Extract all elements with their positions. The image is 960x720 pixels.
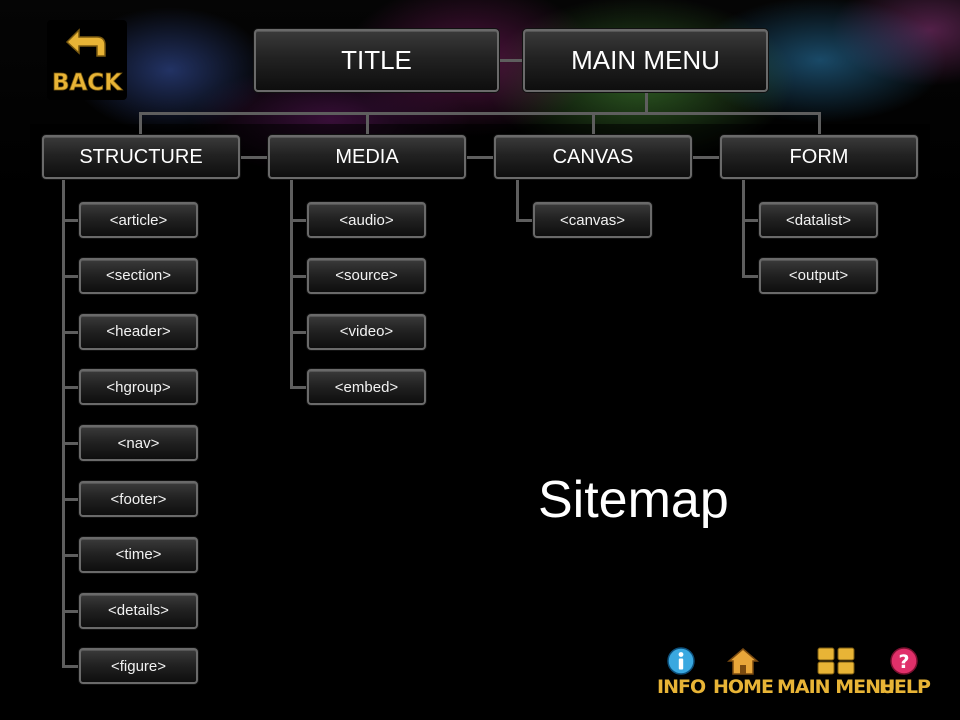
connector (366, 112, 369, 134)
connector (62, 665, 79, 669)
back-button[interactable]: BACK (47, 20, 127, 100)
media-item-button[interactable]: <source> (307, 257, 426, 294)
connector (139, 112, 142, 134)
main-menu-top-button[interactable]: MAIN MENU (523, 29, 768, 92)
connector (62, 330, 79, 334)
structure-item-button[interactable]: <hgroup> (79, 369, 198, 406)
category-structure-button[interactable]: STRUCTURE (42, 135, 240, 179)
connector (290, 219, 307, 222)
connector (62, 553, 79, 557)
connector (516, 180, 519, 221)
structure-item-button[interactable]: <nav> (79, 425, 198, 462)
connector (516, 219, 533, 222)
info-nav-button[interactable]: INFO (657, 646, 706, 698)
connector (62, 274, 79, 278)
form-item-button[interactable]: <output> (759, 257, 878, 294)
connector (692, 156, 720, 159)
connector (62, 180, 65, 668)
connector (498, 59, 524, 62)
page-title: Sitemap (538, 471, 729, 529)
connector (466, 156, 494, 159)
connector (290, 274, 307, 278)
help-nav-button[interactable]: ? HELP (879, 646, 931, 698)
media-item-button[interactable]: <video> (307, 313, 426, 350)
connector (62, 609, 79, 613)
connector (645, 92, 648, 114)
info-label: INFO (657, 676, 706, 698)
help-icon: ? (890, 647, 919, 675)
connector (290, 180, 293, 388)
form-item-button[interactable]: <datalist> (759, 202, 878, 238)
home-icon (726, 648, 759, 675)
structure-item-button[interactable]: <article> (79, 202, 198, 238)
help-label: HELP (879, 676, 931, 698)
main-menu-label: MAIN MENU (777, 676, 895, 698)
main-menu-nav-button[interactable]: MAIN MENU (777, 646, 895, 698)
back-label: BACK (52, 70, 123, 96)
connector (240, 156, 268, 159)
connector (818, 112, 821, 134)
connector (290, 330, 307, 334)
connector (290, 386, 307, 390)
connector (139, 112, 821, 115)
structure-item-button[interactable]: <header> (79, 313, 198, 350)
main-menu-grid-icon (817, 647, 855, 675)
connector (742, 219, 759, 222)
category-form-button[interactable]: FORM (720, 135, 918, 179)
connector (62, 442, 79, 446)
media-item-button[interactable]: <embed> (307, 369, 426, 406)
connector (62, 219, 79, 222)
structure-item-button[interactable]: <details> (79, 592, 198, 629)
structure-item-button[interactable]: <figure> (79, 648, 198, 685)
title-button[interactable]: TITLE (254, 29, 499, 92)
connector (62, 498, 79, 501)
canvas-item-button[interactable]: <canvas> (533, 202, 652, 238)
category-media-button[interactable]: MEDIA (268, 135, 466, 179)
svg-text:?: ? (899, 651, 910, 673)
home-label: HOME (713, 676, 774, 698)
connector (742, 274, 759, 278)
info-icon (667, 647, 695, 675)
home-nav-button[interactable]: HOME (713, 646, 774, 698)
structure-item-button[interactable]: <time> (79, 536, 198, 573)
category-canvas-button[interactable]: CANVAS (494, 135, 692, 179)
back-arrow-icon: BACK (52, 28, 124, 96)
structure-item-button[interactable]: <section> (79, 257, 198, 294)
connector (62, 386, 79, 390)
media-item-button[interactable]: <audio> (307, 202, 426, 238)
connector (742, 180, 745, 276)
connector (592, 112, 595, 134)
structure-item-button[interactable]: <footer> (79, 481, 198, 517)
